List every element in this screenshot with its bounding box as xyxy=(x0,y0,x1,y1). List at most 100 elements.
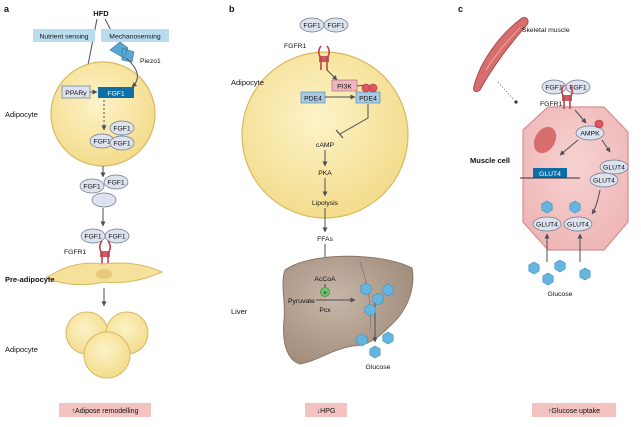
acetyl-coa-label: AcCoA xyxy=(314,276,336,283)
adipocyte-label-a: Adipocyte xyxy=(5,110,38,119)
ampk-to-vesicle-arrow xyxy=(601,139,611,153)
caption-a: ↑Adipose remodelling xyxy=(72,408,139,415)
fgf1-gene-label: FGF1 xyxy=(107,91,125,98)
ffas-label: FFAs xyxy=(317,236,333,243)
glut4-pill-label: GLUT4 xyxy=(603,165,625,172)
pi3k-label: PI3K xyxy=(337,84,352,91)
phosphate-icon xyxy=(361,83,378,93)
lipolysis-label: Lipolysis xyxy=(312,200,339,207)
fgf1-pill-label: FGF1 xyxy=(108,234,126,241)
pde4-p-box xyxy=(355,91,381,104)
nutrient-sensing-label: Nutrient sensing xyxy=(39,34,88,41)
glut4-transporter-label: GLUT4 xyxy=(567,222,589,229)
skeletal-muscle-label: Skeletal muscle xyxy=(522,27,570,34)
fgf1-pill-label: FGF1 xyxy=(107,180,125,187)
inhibition-icon xyxy=(335,129,344,139)
glucose-icon xyxy=(372,292,384,306)
nucleus-icon xyxy=(533,126,557,154)
ampk-to-glut4-gene-arrow xyxy=(559,139,579,156)
pde4-inhibition-icon xyxy=(339,104,369,135)
glut4-pill xyxy=(589,172,619,188)
glucose-icon xyxy=(382,331,394,345)
mechanosensing-box xyxy=(101,29,169,42)
fgf1-pill xyxy=(103,174,129,190)
zoom-dot xyxy=(514,100,518,104)
liver-organ xyxy=(282,255,414,365)
camp-label: cAMP xyxy=(316,142,335,149)
adipocyte-label-a2: Adipocyte xyxy=(5,345,38,354)
fgfr1-label-b: FGFR1 xyxy=(284,43,306,50)
fgfr1-label-a: FGFR1 xyxy=(64,249,86,256)
receptor-to-ampk-arrow xyxy=(574,109,587,124)
mechanosensing-label: Mechanosensing xyxy=(109,34,161,41)
fgf1-gene-box xyxy=(98,87,134,98)
muscle-icon xyxy=(473,17,529,93)
pka-label: PKA xyxy=(318,170,332,177)
fgfr1-label-c: FGFR1 xyxy=(540,101,562,108)
nucleus-icon xyxy=(96,269,112,279)
receptor-icon xyxy=(98,240,112,266)
piezo1-channel-icon xyxy=(109,41,135,63)
fgf1-pill-label: FGF1 xyxy=(84,234,102,241)
panel-b-letter: b xyxy=(229,4,235,14)
fgf1-pill xyxy=(323,17,349,33)
ampk-pill xyxy=(575,125,605,141)
piezo1-label: Piezo1 xyxy=(140,58,161,65)
glut4-pill xyxy=(599,159,629,175)
hfd-to-ppar-arrow xyxy=(85,18,98,71)
glucose-icon xyxy=(569,200,581,214)
caption-box-b xyxy=(305,403,347,417)
ppar-label: PPARγ xyxy=(65,90,87,97)
piezo-to-gene-arrow xyxy=(125,57,138,88)
caption-box-c xyxy=(532,403,616,417)
glut4-gene-label: GLUT4 xyxy=(539,171,561,178)
glucose-icon xyxy=(541,200,553,214)
fgf1-pill xyxy=(91,192,117,208)
glucose-icon xyxy=(579,267,591,281)
translocation-arrow xyxy=(591,189,601,215)
panel-b: b FGF1 FGF1 FGFR1 Adipocyte PI3K PDE4 PD… xyxy=(229,4,414,417)
adipocyte-cell-a xyxy=(50,61,156,167)
liver-lobe-line xyxy=(359,261,371,331)
zoom-line xyxy=(497,81,515,101)
fgf1-pill xyxy=(109,120,135,136)
pre-adipocyte-label: Pre-adipocyte xyxy=(5,275,55,284)
fgf1-pill xyxy=(104,228,130,244)
fgf1-pill-label: FGF1 xyxy=(113,126,131,133)
receptor-to-pi3k-arrow xyxy=(326,69,338,81)
pyruvate-label: Pyruvate xyxy=(288,298,315,305)
panel-c-letter: c xyxy=(458,4,463,14)
hfd-label: HFD xyxy=(93,9,109,18)
fgf1-pill-label: FGF1 xyxy=(327,23,345,30)
glut4-transporter xyxy=(563,216,593,232)
glucose-icon xyxy=(542,272,554,286)
fgf1-pill-label: FGF1 xyxy=(93,139,111,146)
glut4-gene-box xyxy=(533,168,567,178)
glucose-label-b: Glucose xyxy=(366,364,391,371)
glucose-icon xyxy=(382,283,394,297)
glucose-icon xyxy=(356,333,368,347)
fgf1-pill-label: FGF1 xyxy=(569,85,587,92)
pde4-p-label: PDE4 xyxy=(359,96,377,103)
panel-a: a HFD Nutrient sensing Mechanosensing Pi… xyxy=(4,4,169,417)
panel-a-letter: a xyxy=(4,4,10,14)
activation-plus-label: + xyxy=(323,290,327,297)
glut4-pill-label: GLUT4 xyxy=(593,178,615,185)
fgf1-pill-label: FGF1 xyxy=(83,184,101,191)
liver-label: Liver xyxy=(231,307,248,316)
adipocyte-label-b: Adipocyte xyxy=(231,78,264,87)
nutrient-sensing-box xyxy=(33,29,95,42)
caption-c: ↑Glucose uptake xyxy=(548,408,600,415)
glut4-transporter-label: GLUT4 xyxy=(536,222,558,229)
pcx-label: Pcx xyxy=(319,307,331,314)
caption-box-a xyxy=(59,403,151,417)
muscle-cell-label: Muscle cell xyxy=(470,156,510,165)
fgf1-pill-label: FGF1 xyxy=(113,141,131,148)
panel-c: c Skeletal muscle FGF1 FGF1 FGFR1 Muscle… xyxy=(458,4,629,417)
glucose-icon xyxy=(528,261,540,275)
glucose-icon xyxy=(369,345,381,359)
pde4-label: PDE4 xyxy=(304,96,322,103)
glucose-label-c: Glucose xyxy=(548,291,573,298)
glucose-icon xyxy=(360,282,372,296)
